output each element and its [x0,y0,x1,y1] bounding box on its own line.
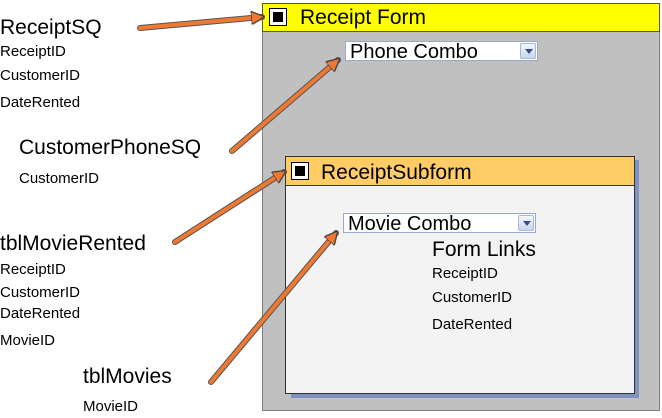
arrow-movierented-to-subform [173,172,284,244]
query-field: ReceiptID [0,261,66,278]
arrow-phonesq-to-phone-combo [230,60,338,153]
query-field: ReceiptID [0,43,66,60]
query-field: DateRented [0,305,81,322]
query-field: MovieID [0,332,56,349]
form-links-field: ReceiptID [432,265,498,282]
chevron-down-icon[interactable] [520,43,536,59]
query-customerphonesq: CustomerPhoneSQ [19,136,202,159]
receipt-subform-title-bar: ReceiptSubform [285,156,635,186]
receipt-subform-title: ReceiptSubform [321,161,472,184]
query-field: CustomerID [19,170,100,187]
query-field: CustomerID [0,67,81,84]
table-tblmovies: tblMovies [83,365,172,388]
query-receiptsq: ReceiptSQ [0,16,102,39]
receipt-subform [285,156,635,394]
phone-combo[interactable]: Phone Combo [345,41,538,63]
form-window-icon [269,8,287,26]
arrow-movies-to-movie-combo [209,233,336,384]
movie-combo-value: Movie Combo [348,213,472,235]
receipt-form-title: Receipt Form [300,6,427,29]
movie-combo[interactable]: Movie Combo [343,213,536,235]
subform-window-icon [291,162,309,180]
arrow-receiptsq-to-form [138,17,262,30]
query-field: DateRented [0,94,81,111]
table-tblmovierented: tblMovieRented [0,232,146,255]
receipt-form-title-bar: Receipt Form [262,3,660,32]
phone-combo-value: Phone Combo [350,41,478,63]
chevron-down-icon[interactable] [518,215,534,231]
query-field: MovieID [83,398,139,415]
form-links-field: DateRented [432,316,513,333]
form-links-field: CustomerID [432,289,513,306]
form-links-heading: Form Links [432,238,536,261]
query-field: CustomerID [0,284,81,301]
